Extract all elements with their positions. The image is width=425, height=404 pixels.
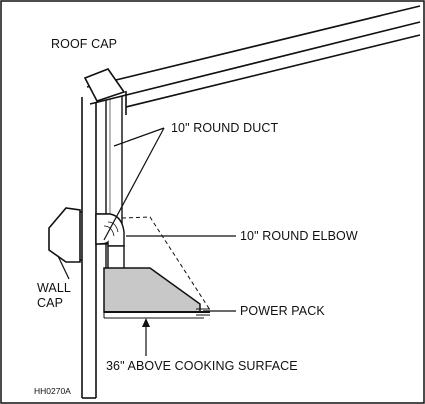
power-pack-shape [103, 267, 210, 319]
roof [86, 5, 421, 115]
label-round-elbow: 10" ROUND ELBOW [240, 229, 358, 243]
label-round-duct: 10" ROUND DUCT [171, 121, 278, 135]
label-power-pack: POWER PACK [240, 304, 325, 318]
label-above-surface: 36" ABOVE COOKING SURFACE [106, 359, 298, 373]
wall-cap-shape [48, 207, 82, 263]
label-wall: WALL [37, 281, 71, 295]
wall [81, 97, 97, 399]
roof-cap-shape [83, 68, 126, 102]
hood-outline [121, 216, 211, 311]
label-cap: CAP [37, 296, 63, 310]
arrow-up-icon [142, 318, 150, 327]
leader-lines [57, 127, 236, 356]
figure-code: HH0270A [34, 386, 71, 396]
label-roof-cap: ROOF CAP [51, 37, 117, 51]
